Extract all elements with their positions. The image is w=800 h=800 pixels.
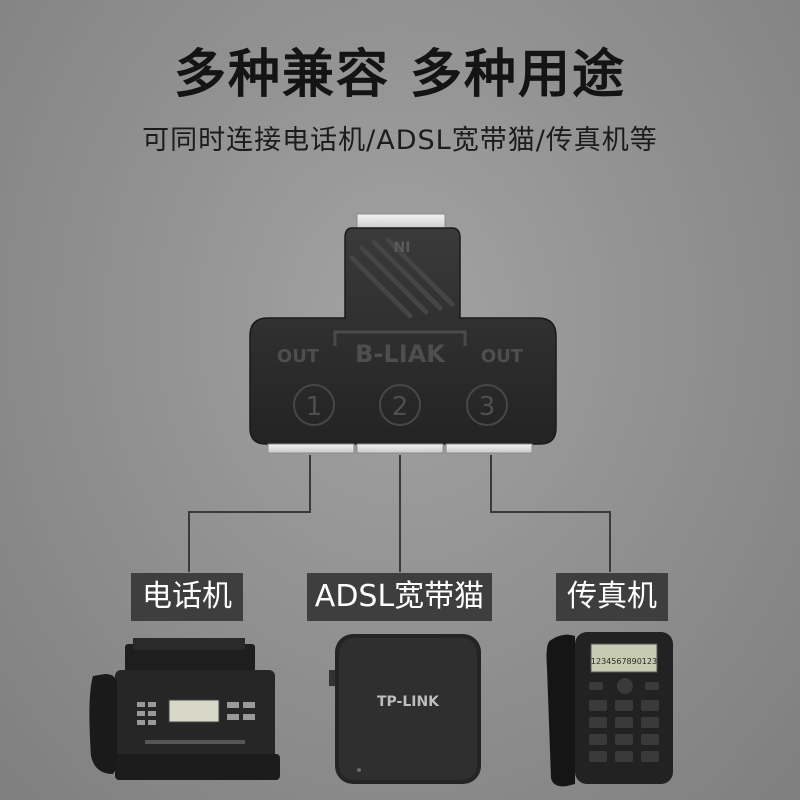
- port-3-number: 3: [479, 392, 496, 422]
- left-out-label: OUT: [277, 346, 320, 367]
- fax-machine-image: [89, 638, 280, 780]
- brand-label: B-LIAK: [355, 340, 446, 368]
- output-plug-1: [267, 443, 355, 454]
- modem-brand: TP-LINK: [377, 694, 440, 710]
- grip-ribs: [349, 237, 455, 319]
- port-3-circle: [466, 384, 508, 426]
- output-plug-3: [445, 443, 533, 454]
- port-2-circle: [379, 384, 421, 426]
- phone-label: 电话机: [131, 573, 243, 621]
- port-1-number: 1: [306, 392, 323, 422]
- brand-frame: [333, 330, 467, 346]
- port-2-number: 2: [392, 392, 409, 422]
- modem-label: ADSL宽带猫: [307, 573, 492, 621]
- modem-image: TP-LINK: [329, 634, 481, 784]
- right-out-label: OUT: [481, 346, 524, 367]
- page-subtitle: 可同时连接电话机/ADSL宽带猫/传真机等: [142, 125, 658, 156]
- port-1-circle: [293, 384, 335, 426]
- connector-lines: [188, 455, 611, 572]
- desk-phone-image: 1234567890123: [546, 632, 673, 787]
- output-plug-2: [356, 443, 444, 454]
- input-label: NI: [394, 240, 411, 256]
- fax-label: 传真机: [556, 573, 668, 621]
- page-title: 多种兼容 多种用途: [173, 45, 627, 105]
- phone-display: 1234567890123: [591, 657, 657, 666]
